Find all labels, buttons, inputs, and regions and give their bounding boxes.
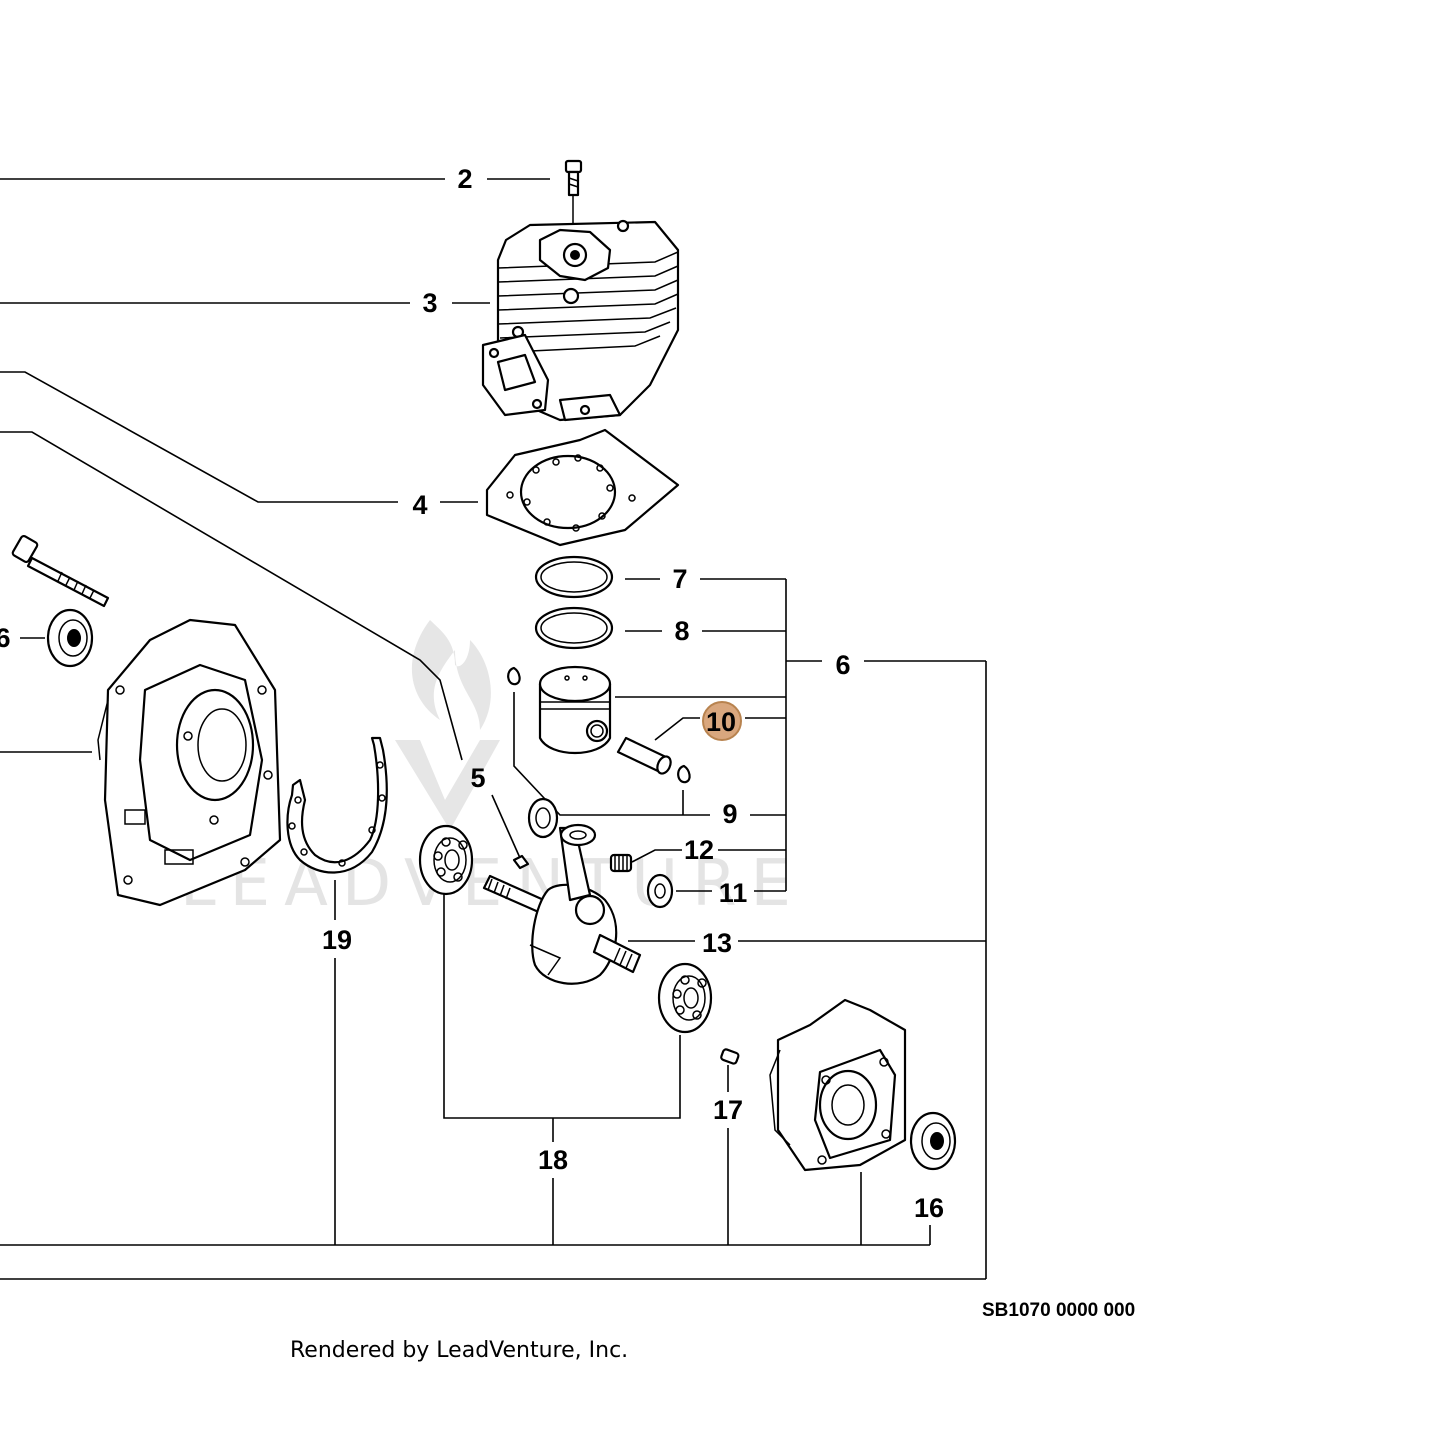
callout-2[interactable]: 2: [457, 164, 472, 194]
crankcase-right: [769, 998, 907, 1172]
crankshaft: [482, 823, 642, 985]
callout-8[interactable]: 8: [674, 616, 689, 646]
thrust-washer: [646, 873, 674, 909]
piston-pin-circlip-right: [677, 764, 691, 784]
callout-11[interactable]: 11: [719, 878, 748, 908]
dowel-pin: [720, 1048, 740, 1065]
callout-6-left[interactable]: 6: [0, 623, 11, 653]
callout-19[interactable]: 19: [322, 925, 352, 955]
callout-6[interactable]: 6: [835, 650, 850, 680]
woodruff-key: [512, 854, 530, 870]
watermark-flame-icon: [411, 620, 491, 730]
callouts: 2 3 4 5 6 6 7 8 9 10 11 12 13 16 17 18 1…: [0, 164, 944, 1223]
oil-seal-right: [909, 1111, 957, 1171]
piston-pin-circlip-left: [507, 666, 521, 686]
cylinder-gasket: [485, 428, 680, 547]
piston-ring-upper: [534, 555, 614, 599]
callout-4[interactable]: 4: [412, 490, 427, 520]
callout-17[interactable]: 17: [713, 1095, 743, 1125]
callout-18[interactable]: 18: [538, 1145, 568, 1175]
watermark-v-icon: [395, 740, 500, 830]
callout-16[interactable]: 16: [914, 1193, 944, 1223]
piston-pin: [616, 736, 672, 775]
cylinder: [481, 219, 680, 422]
leader-lines: [0, 178, 987, 1280]
crankcase-gasket: [286, 736, 388, 874]
callout-9[interactable]: 9: [722, 799, 737, 829]
ball-bearing-right: [657, 962, 713, 1034]
needle-bearing: [609, 853, 633, 873]
callout-13[interactable]: 13: [702, 928, 732, 958]
piston-ring-lower: [534, 606, 614, 650]
crankcase-left: [97, 618, 282, 907]
callout-10[interactable]: 10: [706, 707, 736, 737]
callout-12[interactable]: 12: [684, 835, 714, 865]
left-bolt: [11, 534, 110, 608]
oil-seal-left: [46, 608, 94, 668]
diagram-code: SB1070 0000 000: [982, 1300, 1135, 1321]
callout-7[interactable]: 7: [672, 564, 687, 594]
callout-10-highlight[interactable]: [702, 701, 742, 741]
render-credit: Rendered by LeadVenture, Inc.: [290, 1338, 628, 1363]
crankshaft-washer: [527, 797, 559, 839]
callout-5[interactable]: 5: [470, 763, 485, 793]
piston: [538, 665, 612, 755]
callout-3[interactable]: 3: [422, 288, 437, 318]
ball-bearing-left: [418, 824, 474, 896]
